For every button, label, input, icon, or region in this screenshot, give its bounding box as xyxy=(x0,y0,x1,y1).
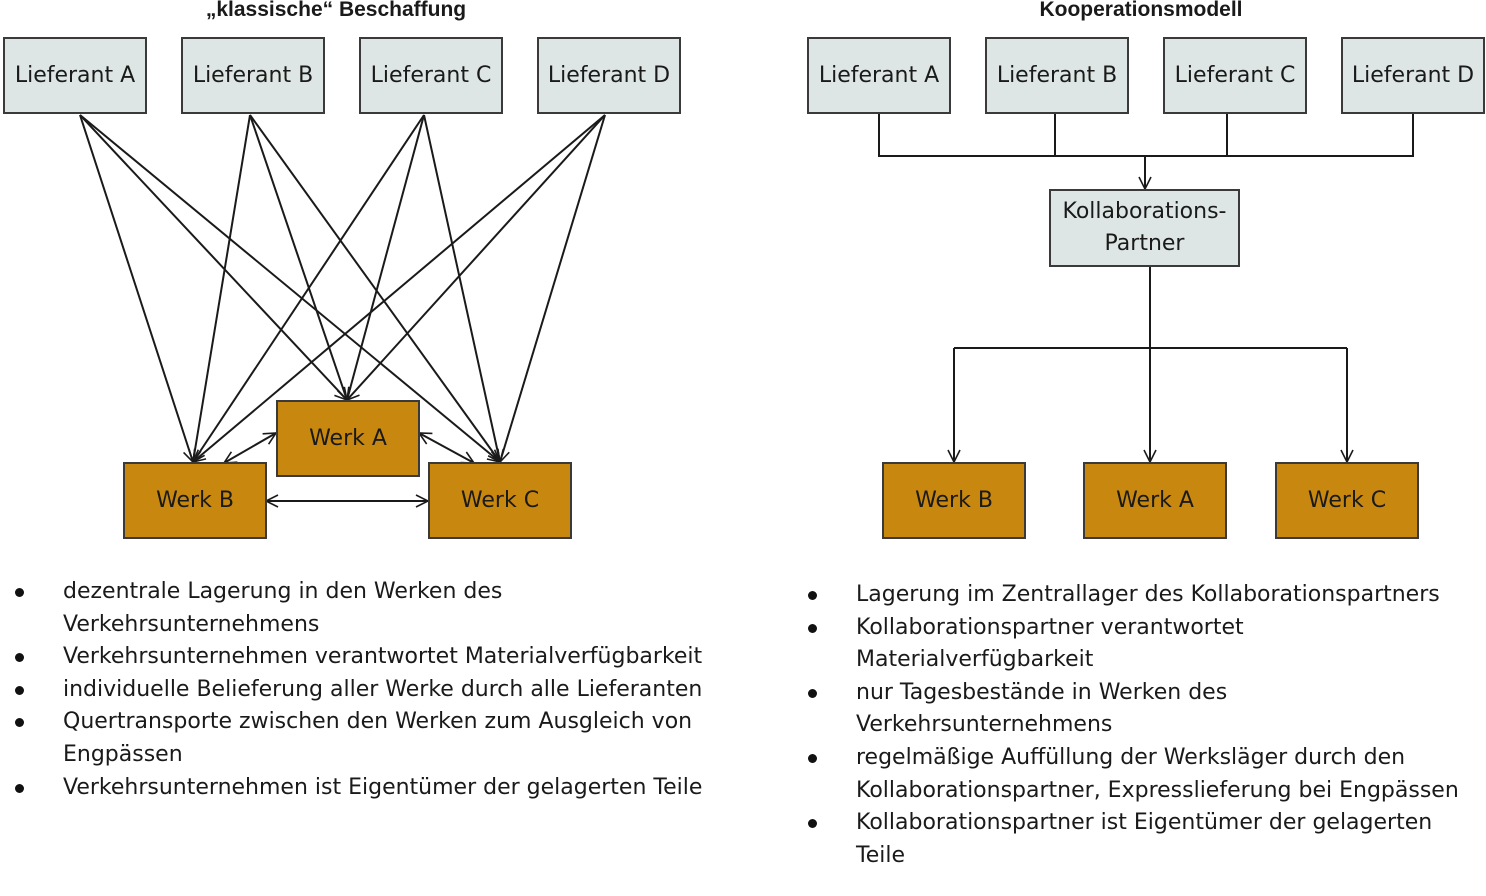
left-bullet-3: individuelle Belieferung aller Werke dur… xyxy=(13,674,703,707)
arrow-c-c xyxy=(423,114,500,462)
arrow-c-b xyxy=(193,114,425,462)
left-werk-b: Werk B xyxy=(123,462,267,539)
left-supplier-c: Lieferant C xyxy=(359,37,503,114)
right-bullet-1: Lagerung im Zentrallager des Kollaborati… xyxy=(806,579,1484,612)
left-bullet-2: Verkehrsunternehmen verantwortet Materia… xyxy=(13,641,703,674)
arrow-b-a xyxy=(249,114,347,400)
left-bullet-4: Quertransporte zwischen den Werken zum A… xyxy=(13,706,703,771)
left-title: „klassische“ Beschaffung xyxy=(205,0,467,21)
right-werk-c: Werk C xyxy=(1275,462,1419,539)
right-werk-a: Werk A xyxy=(1083,462,1227,539)
left-bullet-5: Verkehrsunternehmen ist Eigentümer der g… xyxy=(13,772,703,805)
arrow-b-c xyxy=(249,114,500,462)
left-bullet-1: dezentrale Lagerung in den Werken des Ve… xyxy=(13,576,703,641)
arrow-d-c xyxy=(500,114,606,462)
partner-label-line-1: Kollaborations- xyxy=(1062,199,1227,224)
arrow-a-c xyxy=(79,114,500,462)
left-supplier-b: Lieferant B xyxy=(181,37,325,114)
right-supplier-d: Lieferant D xyxy=(1341,37,1485,114)
right-bullet-3: nur Tagesbestände in Werken des Verkehrs… xyxy=(806,677,1484,742)
cross-a-c xyxy=(419,432,474,464)
arrow-d-b xyxy=(193,114,606,462)
right-supplier-a: Lieferant A xyxy=(807,37,951,114)
partner-label-line-2: Partner xyxy=(1104,231,1185,256)
arrow-c-a xyxy=(347,114,425,400)
left-werk-c: Werk C xyxy=(428,462,572,539)
right-bullet-list: Lagerung im Zentrallager des Kollaborati… xyxy=(806,579,1484,872)
left-supplier-d: Lieferant D xyxy=(537,37,681,114)
cross-b-a xyxy=(224,433,276,463)
right-werk-b: Werk B xyxy=(882,462,1026,539)
right-bullet-2: Kollaborationspartner verantwortet Mater… xyxy=(806,612,1484,677)
collaboration-partner-box: Kollaborations- Partner xyxy=(1049,189,1240,267)
right-bullet-5: Kollaborationspartner ist Eigentümer der… xyxy=(806,807,1484,872)
left-werk-a: Werk A xyxy=(276,400,420,477)
left-bullet-list: dezentrale Lagerung in den Werken des Ve… xyxy=(13,576,703,804)
supplier-collector-line xyxy=(878,114,1414,157)
right-title: Kooperationsmodell xyxy=(1039,0,1243,21)
left-supplier-a: Lieferant A xyxy=(3,37,147,114)
arrow-a-a xyxy=(79,114,347,400)
arrow-a-b xyxy=(79,114,193,462)
right-bullet-4: regelmäßige Auffüllung der Werksläger du… xyxy=(806,742,1484,807)
right-supplier-b: Lieferant B xyxy=(985,37,1129,114)
arrow-d-a xyxy=(347,114,606,400)
right-supplier-c: Lieferant C xyxy=(1163,37,1307,114)
arrow-b-b xyxy=(193,114,251,462)
